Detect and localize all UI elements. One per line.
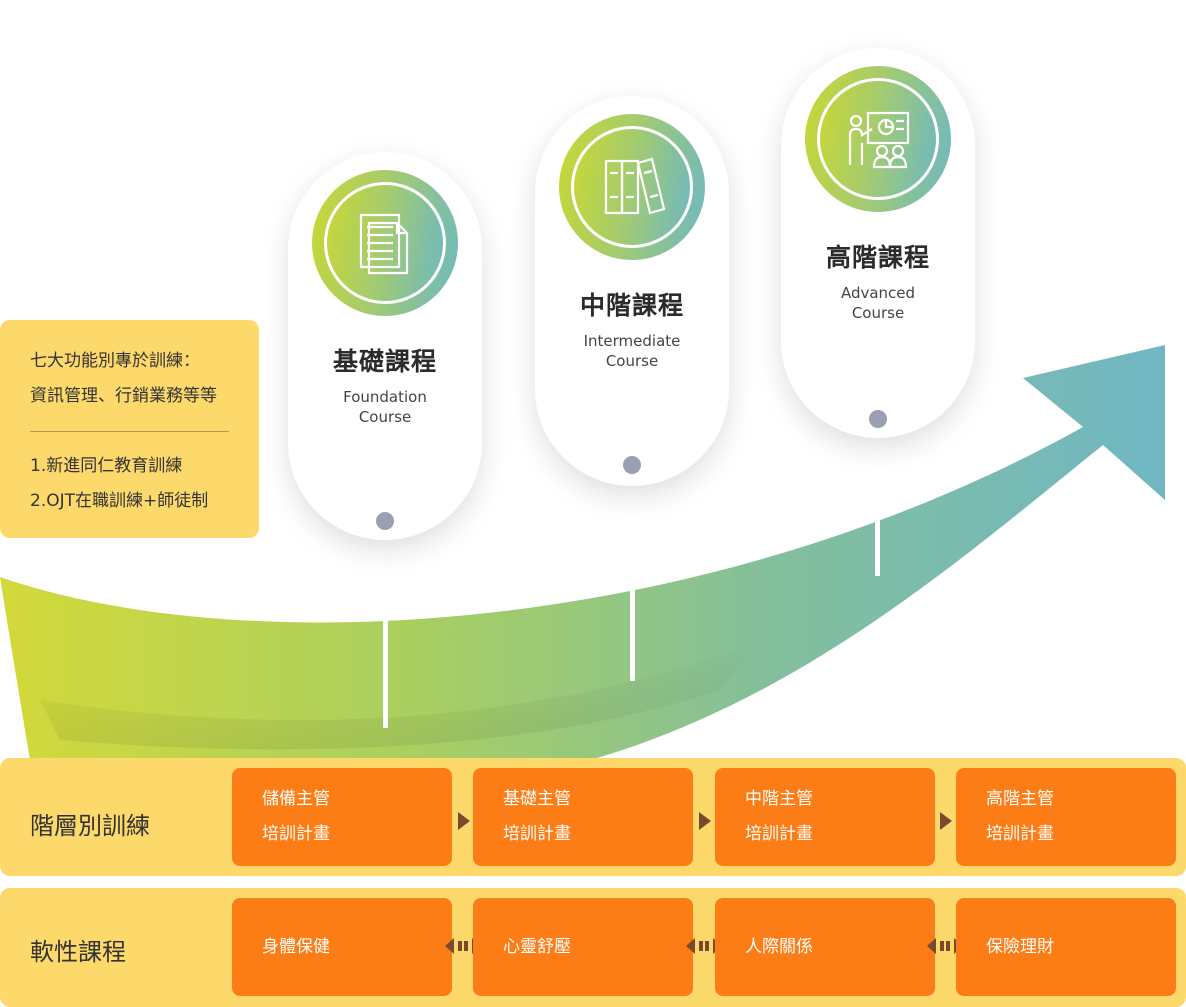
growth-arrow (0, 345, 1165, 760)
tier-item-reserve: 儲備主管培訓計畫 (232, 768, 452, 866)
advanced-stem (875, 428, 880, 576)
functional-training-note: 七大功能別專於訓練： 資訊管理、行銷業務等等 1.新進同仁教育訓練 2.OJT在… (0, 320, 259, 538)
binders-icon (604, 157, 666, 215)
advanced-dot (869, 410, 887, 428)
soft-courses-label: 軟性課程 (30, 938, 126, 966)
foundation-stem (383, 530, 388, 728)
intermediate-title: 中階課程 (579, 291, 684, 320)
arrow-right-icon (699, 812, 711, 830)
note-line-4: 2.OJT在職訓練+師徒制 (30, 491, 209, 511)
intermediate-stem (630, 474, 635, 681)
foundation-medal (312, 170, 458, 316)
soft-item-relations: 人際關係 (715, 898, 935, 996)
advanced-title: 高階課程 (825, 243, 930, 272)
note-divider (30, 431, 229, 432)
tier-item-middle: 中階主管培訓計畫 (715, 768, 935, 866)
intermediate-medal (559, 114, 705, 260)
arrow-right-icon (940, 812, 952, 830)
foundation-title: 基礎課程 (332, 347, 437, 376)
intermediate-dot (623, 456, 641, 474)
note-line-3: 1.新進同仁教育訓練 (30, 456, 183, 476)
soft-item-mind: 心靈舒壓 (473, 898, 693, 996)
document-icon (359, 213, 409, 275)
note-line-1: 七大功能別專於訓練： (30, 351, 200, 371)
tier-training-band: 階層別訓練 儲備主管培訓計畫 基礎主管培訓計畫 中階主管培訓計畫 高階主管培訓計… (0, 758, 1186, 876)
presentation-icon (848, 111, 910, 169)
soft-item-health: 身體保健 (232, 898, 452, 996)
tier-item-basic: 基礎主管培訓計畫 (473, 768, 693, 866)
foundation-dot (376, 512, 394, 530)
tier-training-label: 階層別訓練 (30, 812, 150, 840)
advanced-medal (805, 66, 951, 212)
note-line-2: 資訊管理、行銷業務等等 (30, 386, 217, 406)
soft-courses-band: 軟性課程 身體保健 心靈舒壓 人際關係 保險理財 (0, 888, 1186, 1007)
arrow-right-icon (458, 812, 470, 830)
tier-item-senior: 高階主管培訓計畫 (956, 768, 1176, 866)
soft-item-insurance: 保險理財 (956, 898, 1176, 996)
